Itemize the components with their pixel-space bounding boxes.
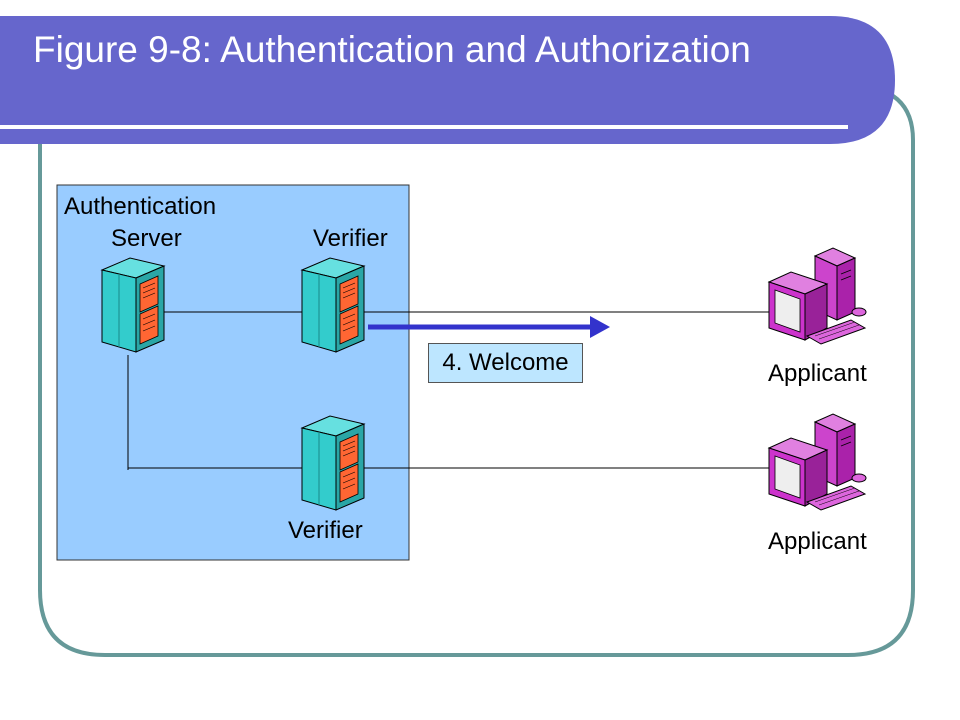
title-bar — [0, 16, 895, 144]
applicant-top-computer-icon — [768, 247, 867, 345]
applicant-bottom-label: Applicant — [768, 528, 867, 555]
slide-frame — [38, 83, 915, 657]
welcome-arrowhead — [590, 316, 610, 338]
verifier-top-server-icon — [301, 257, 365, 353]
slide-title: Figure 9-8: Authentication and Authoriza… — [33, 29, 751, 70]
auth-server-label-line1: Authentication — [64, 193, 217, 220]
authentication-server-icon — [101, 257, 165, 353]
verifier-bottom-server-icon — [301, 415, 365, 511]
applicant-bottom-computer-icon — [768, 413, 867, 511]
verifier-bottom-label: Verifier — [288, 517, 363, 544]
applicant-top-label: Applicant — [768, 360, 867, 387]
welcome-message-box: 4. Welcome — [428, 343, 583, 383]
verifier-top-label: Verifier — [313, 225, 388, 252]
auth-server-label-line2: Server — [111, 225, 182, 252]
